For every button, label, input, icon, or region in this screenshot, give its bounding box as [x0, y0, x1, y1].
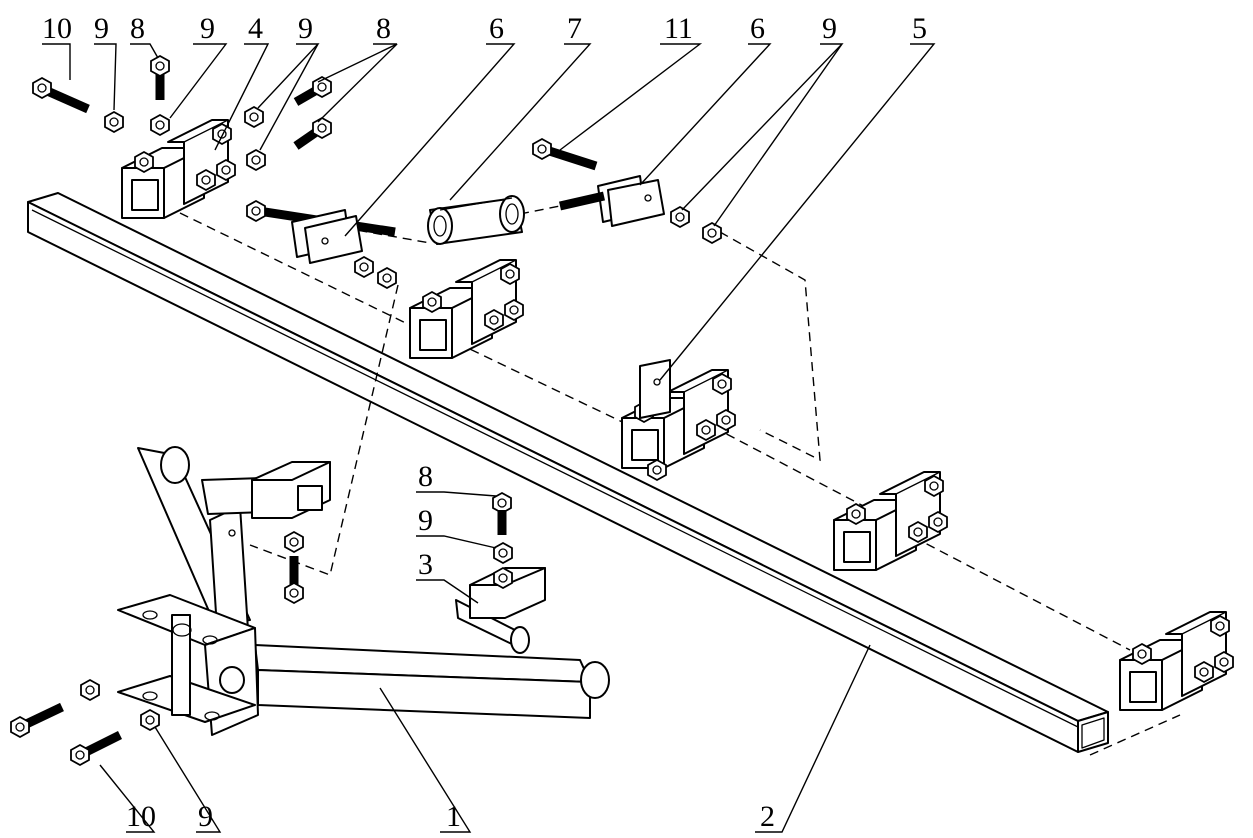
- bolts-10-lower: [10, 702, 123, 766]
- callout-4: 4: [248, 12, 263, 45]
- callout-9-top-a: 9: [94, 12, 109, 45]
- callout-10-top: 10: [42, 12, 72, 45]
- clamp-bracket-end: [1120, 612, 1233, 710]
- callout-9-top-d: 9: [822, 12, 837, 45]
- clamp-bracket-top-left: [122, 120, 235, 218]
- callout-9-mid: 9: [418, 504, 433, 537]
- callout-8-top-a: 8: [130, 12, 145, 45]
- bolt-8-mid: [492, 492, 512, 535]
- bolt-11: [532, 138, 598, 171]
- callout-9-top-c: 9: [298, 12, 313, 45]
- bolt-8-top: [150, 55, 170, 100]
- pin-3-clamp: [455, 567, 546, 654]
- nut-9-top: [104, 111, 124, 133]
- callout-1: 1: [446, 800, 461, 833]
- callout-6-right: 6: [750, 12, 765, 45]
- clamp-bracket-mid-1: [410, 260, 523, 358]
- clamp-bracket-mid-2: [834, 472, 947, 570]
- nut-9-mid-lower: [493, 542, 513, 564]
- callout-8-top-b: 8: [376, 12, 391, 45]
- hitch-frame: [117, 446, 610, 736]
- nuts-9-pair: [244, 106, 266, 171]
- callout-10-bottom: 10: [126, 800, 156, 833]
- callout-3: 3: [418, 548, 433, 581]
- pin-clamp-upper: [201, 461, 331, 519]
- nuts-9-right: [670, 206, 722, 244]
- callout-9-top-b: 9: [200, 12, 215, 45]
- nuts-9-mid: [354, 256, 397, 289]
- bolt-8-lower-left: [284, 531, 304, 604]
- callout-2: 2: [760, 800, 775, 833]
- bolt-10-top: [32, 77, 90, 114]
- spacer-tube-7: [427, 195, 525, 245]
- callout-11: 11: [664, 12, 693, 45]
- callout-7: 7: [567, 12, 582, 45]
- callout-labels: 10 9 8 9 4 9 8 6 7 11 6 9 5 8 9 3 10 9 1…: [42, 12, 927, 833]
- leader-lines: [42, 43, 936, 833]
- bolts-8-pair: [293, 76, 332, 150]
- plate-6-left: [291, 209, 363, 264]
- callout-8-mid: 8: [418, 460, 433, 493]
- callout-5: 5: [912, 12, 927, 45]
- clamp-bracket-5: [622, 359, 735, 481]
- plate-6-right: [559, 175, 665, 227]
- nut-9-top-b: [150, 114, 170, 136]
- callout-9-bottom: 9: [198, 800, 213, 833]
- main-square-tube: [27, 192, 1109, 753]
- callout-6-left: 6: [489, 12, 504, 45]
